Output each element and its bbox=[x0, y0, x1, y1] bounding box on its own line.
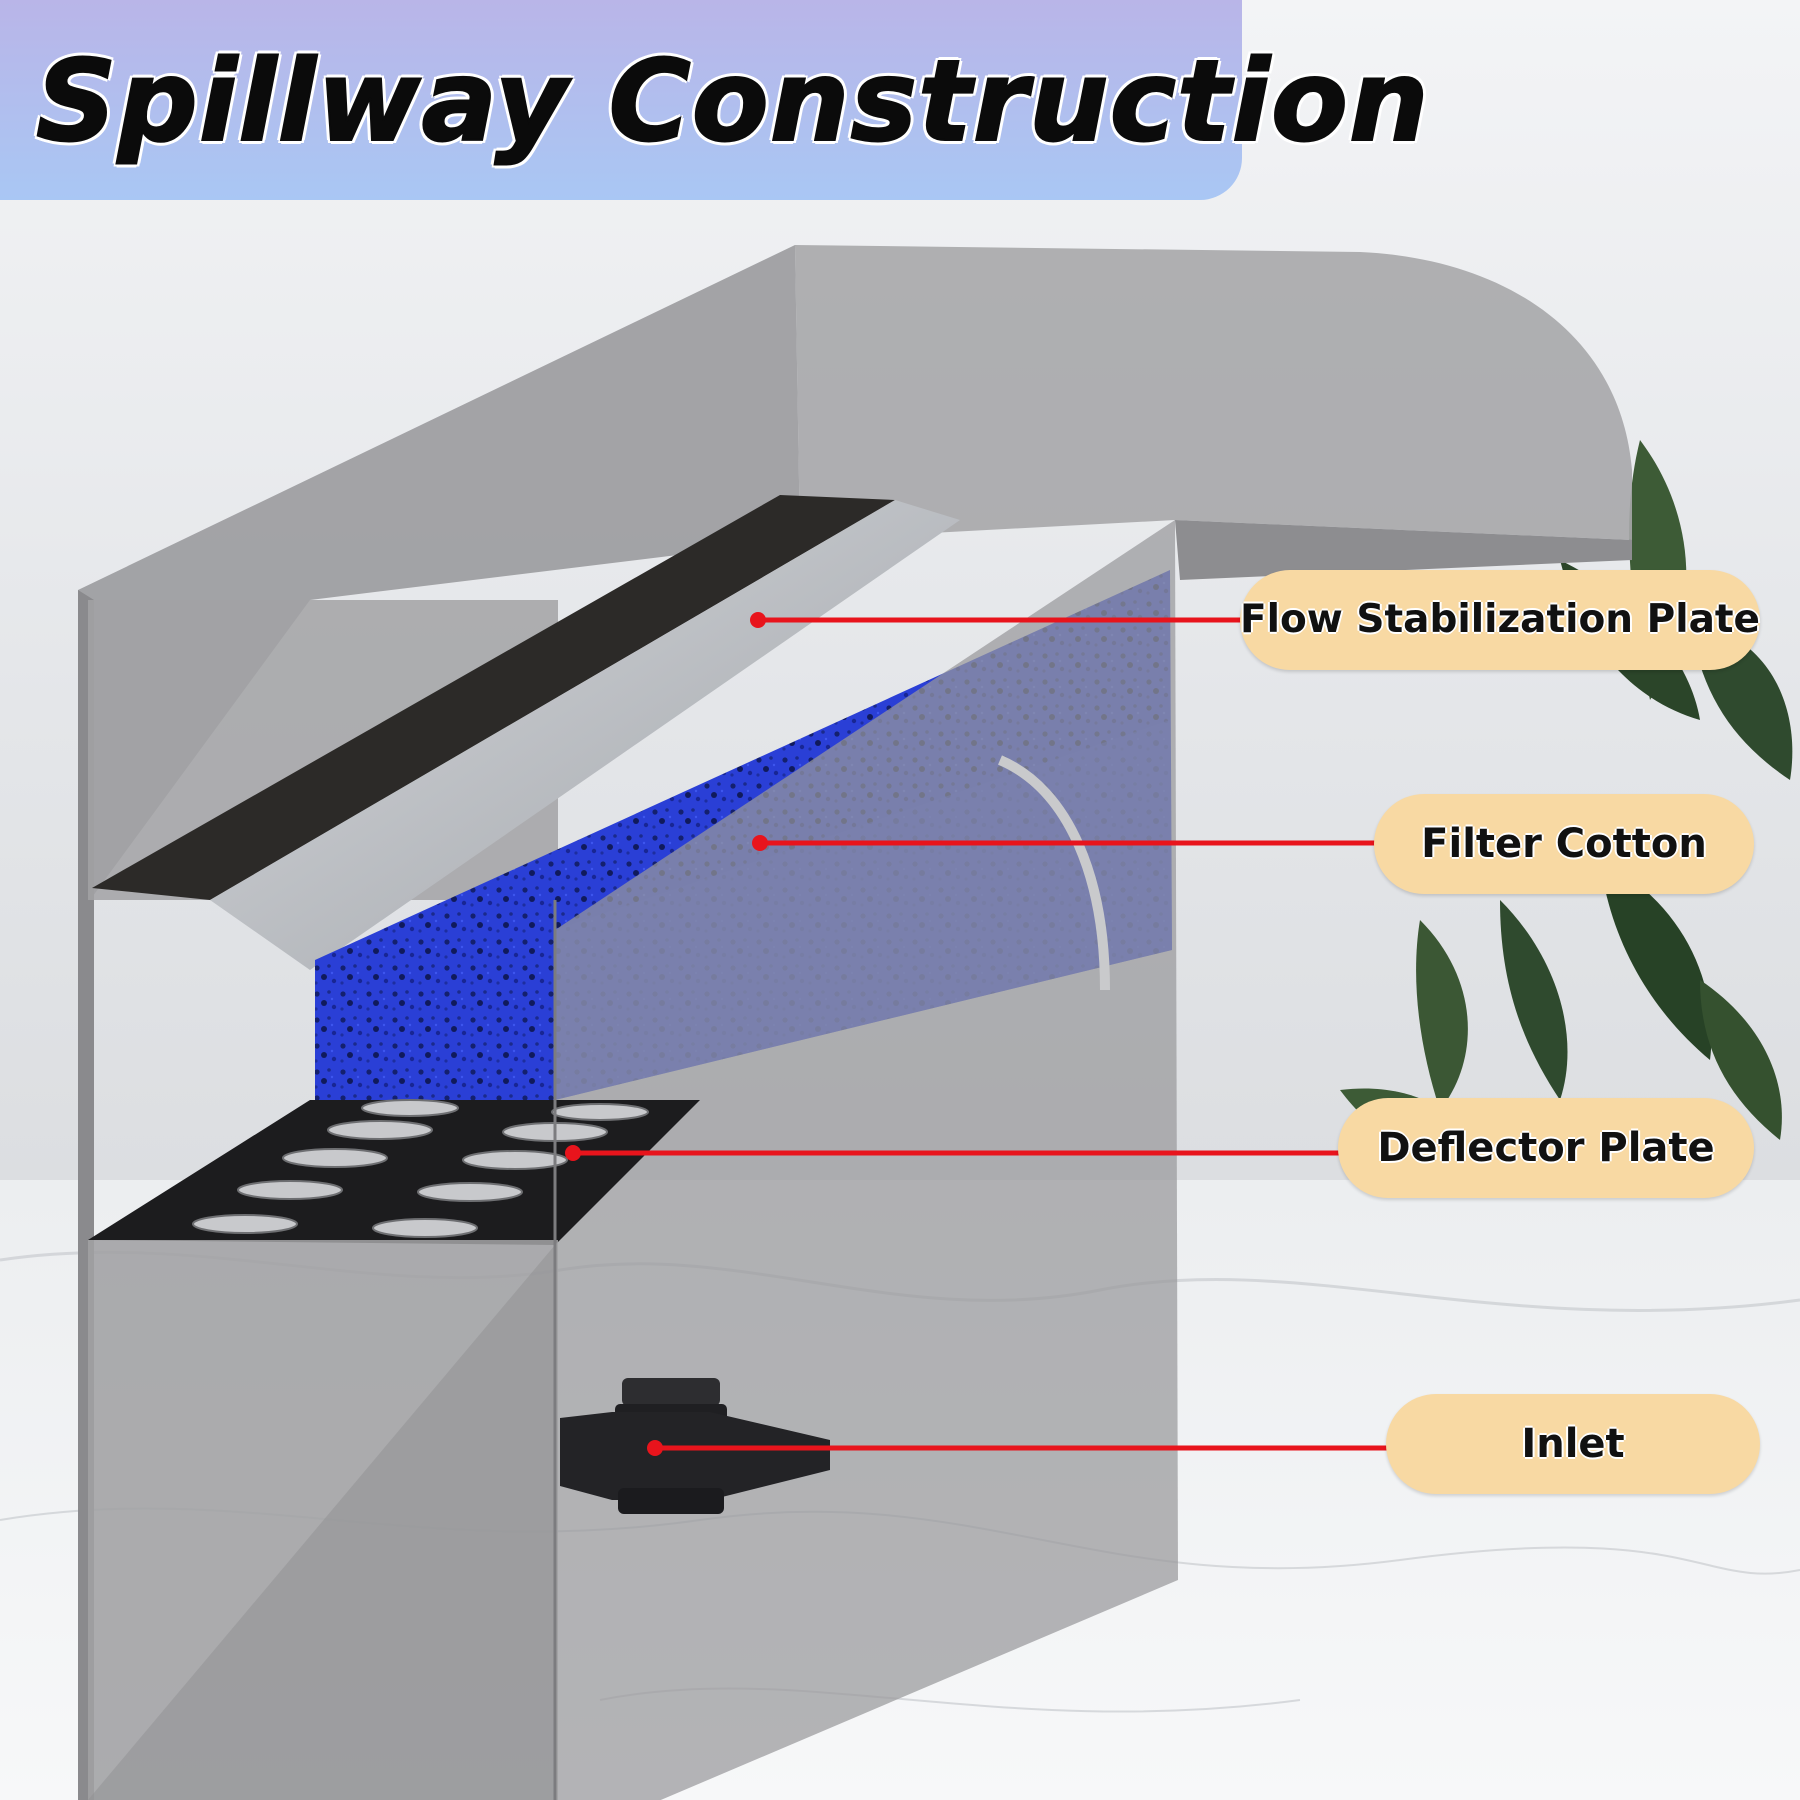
flow-stabilization-plate bbox=[92, 495, 895, 900]
housing-back-panel bbox=[78, 245, 800, 900]
callout-filter-cotton: Filter Cotton bbox=[1374, 794, 1754, 894]
callout-flow-stabilization-plate: Flow Stabilization Plate bbox=[1240, 570, 1760, 670]
title-banner: Spillway Construction bbox=[0, 0, 1430, 200]
inlet-fitting-icon bbox=[560, 1378, 830, 1514]
housing-inner-diagonal bbox=[88, 1245, 555, 1800]
leader-dot-deflector-plate bbox=[565, 1145, 581, 1161]
deflector-plate-holes bbox=[192, 1099, 649, 1238]
spout-lip bbox=[1175, 520, 1632, 580]
leader-dot-flow-stabilization-plate bbox=[750, 612, 766, 628]
callout-inlet: Inlet bbox=[1386, 1394, 1760, 1494]
leader-lines bbox=[565, 612, 1388, 1456]
leader-dot-inlet bbox=[647, 1440, 663, 1456]
callout-deflector-plate: Deflector Plate bbox=[1338, 1098, 1754, 1198]
leader-dot-filter-cotton bbox=[752, 835, 768, 851]
spout-top bbox=[795, 245, 1632, 540]
page-title: Spillway Construction bbox=[35, 36, 1430, 168]
